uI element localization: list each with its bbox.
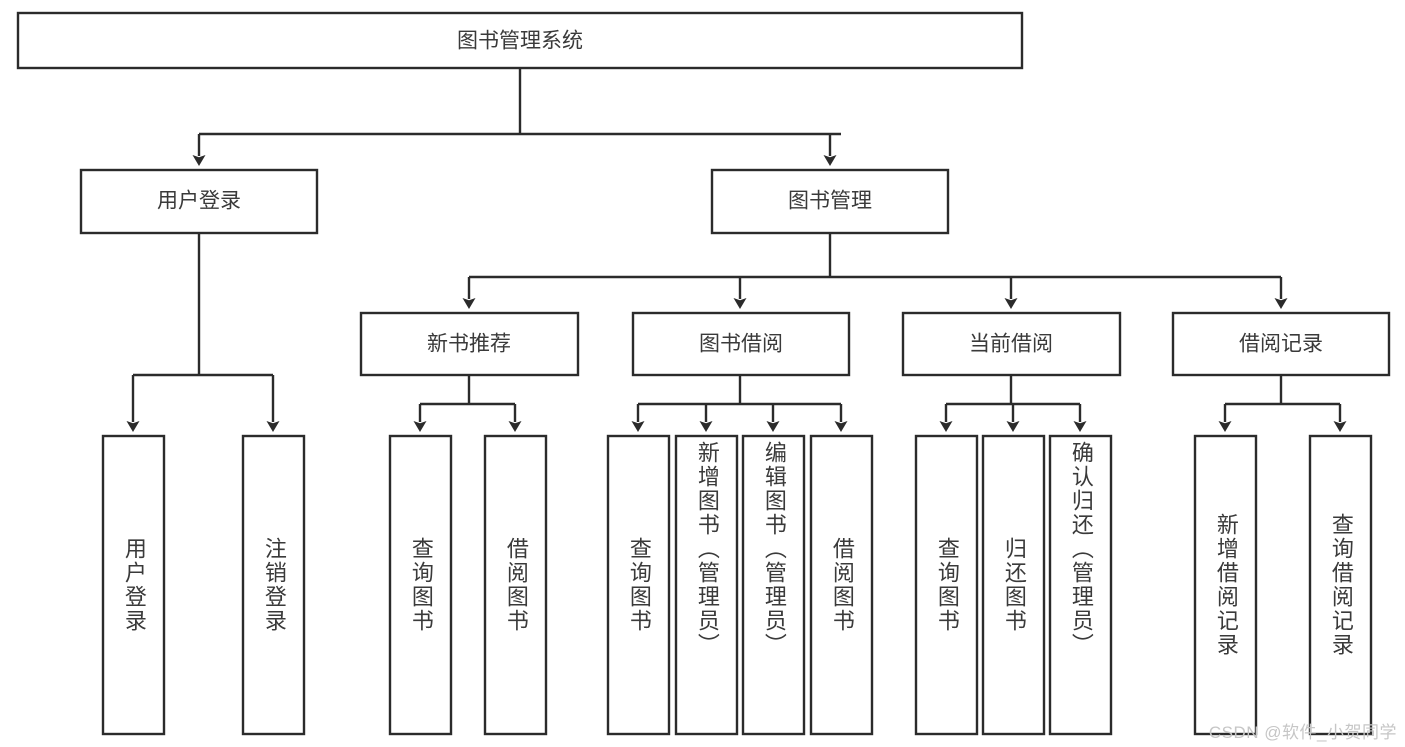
node-new-book-recommend[interactable]: 新书推荐: [359, 311, 580, 377]
connector-book-borrow-to-leaves: [631, 375, 848, 432]
node-user-login-label: 用户登录: [157, 190, 241, 213]
leaf-box-add-book[interactable]: [674, 434, 739, 736]
leaf-box-user-logout[interactable]: [241, 434, 306, 736]
connector-book-manage-to-level3: [462, 233, 1288, 309]
node-current-borrow-label: 当前借阅: [969, 333, 1053, 356]
leaf-box-query-record[interactable]: [1308, 434, 1373, 736]
node-book-manage[interactable]: 图书管理: [710, 168, 950, 235]
connector-borrow-record-to-leaves: [1218, 375, 1347, 432]
connector-current-borrow-to-leaves: [939, 375, 1087, 432]
leaf-box-query-book-3[interactable]: [914, 434, 979, 736]
connector-user-login-to-leaves: [126, 233, 280, 432]
leaf-box-user-login[interactable]: [101, 434, 166, 736]
node-user-login[interactable]: 用户登录: [79, 168, 319, 235]
connector-new-book-recommend-to-leaves: [413, 375, 522, 432]
node-book-manage-label: 图书管理: [788, 190, 872, 213]
node-book-borrow[interactable]: 图书借阅: [631, 311, 851, 377]
leaf-box-borrow-book-2[interactable]: [809, 434, 874, 736]
node-root-label: 图书管理系统: [457, 30, 583, 53]
csdn-watermark: CSDN @软件_小贺同学: [1208, 723, 1397, 742]
node-current-borrow[interactable]: 当前借阅: [901, 311, 1122, 377]
node-new-book-recommend-label: 新书推荐: [427, 333, 511, 356]
leaf-box-confirm-return[interactable]: [1048, 434, 1113, 736]
leaf-box-edit-book[interactable]: [741, 434, 806, 736]
node-book-borrow-label: 图书借阅: [699, 333, 783, 356]
leaf-box-query-book-2[interactable]: [606, 434, 671, 736]
connector-root-to-level2: [192, 68, 841, 166]
leaf-box-return-book[interactable]: [981, 434, 1046, 736]
leaf-box-add-record[interactable]: [1193, 434, 1258, 736]
node-borrow-record[interactable]: 借阅记录: [1171, 311, 1391, 377]
node-borrow-record-label: 借阅记录: [1239, 333, 1323, 356]
leaf-boxes: [101, 434, 1373, 736]
leaf-box-query-book-1[interactable]: [388, 434, 453, 736]
node-root[interactable]: 图书管理系统: [16, 11, 1024, 70]
leaf-box-borrow-book-1[interactable]: [483, 434, 548, 736]
